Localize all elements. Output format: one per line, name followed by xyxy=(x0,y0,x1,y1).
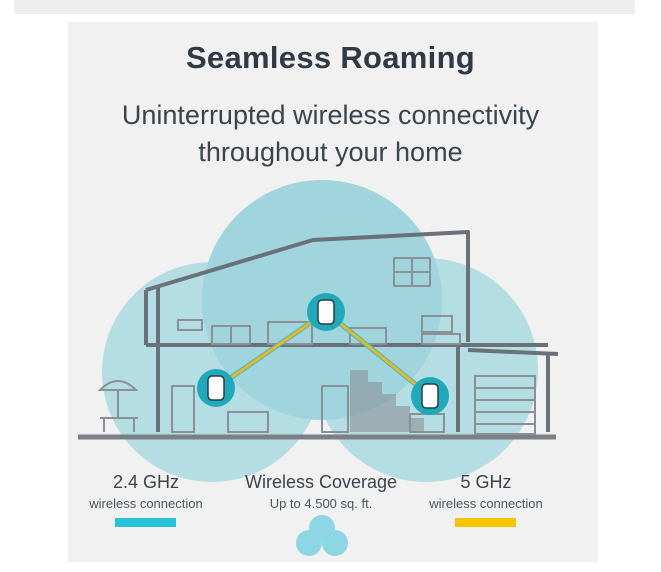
router-top xyxy=(307,293,345,331)
subtitle-line-1: Uninterrupted wireless connectivity xyxy=(121,100,540,130)
legend-5ghz-sub: wireless connection xyxy=(429,496,543,511)
garage-door xyxy=(474,375,536,435)
subtitle-line-2: throughout your home xyxy=(198,137,463,167)
legend-coverage-sub: Up to 4.500 sq. ft. xyxy=(269,496,373,511)
legend-5ghz-label: 5 GHz xyxy=(460,472,512,492)
legend-24ghz-label: 2.4 GHz xyxy=(112,472,180,492)
top-bar xyxy=(14,0,635,14)
legend-coverage-label: Wireless Coverage xyxy=(244,472,398,492)
legend-24ghz-bar xyxy=(115,518,176,527)
legend-5ghz-bar xyxy=(455,518,516,527)
upstairs-furniture xyxy=(177,315,461,345)
legend-24ghz-sub: wireless connection xyxy=(89,496,203,511)
staircase xyxy=(350,370,424,432)
house-window xyxy=(393,257,431,287)
connection-links xyxy=(213,309,433,399)
router-left xyxy=(197,369,235,407)
page-title: Seamless Roaming xyxy=(185,40,476,75)
router-right xyxy=(411,377,449,415)
